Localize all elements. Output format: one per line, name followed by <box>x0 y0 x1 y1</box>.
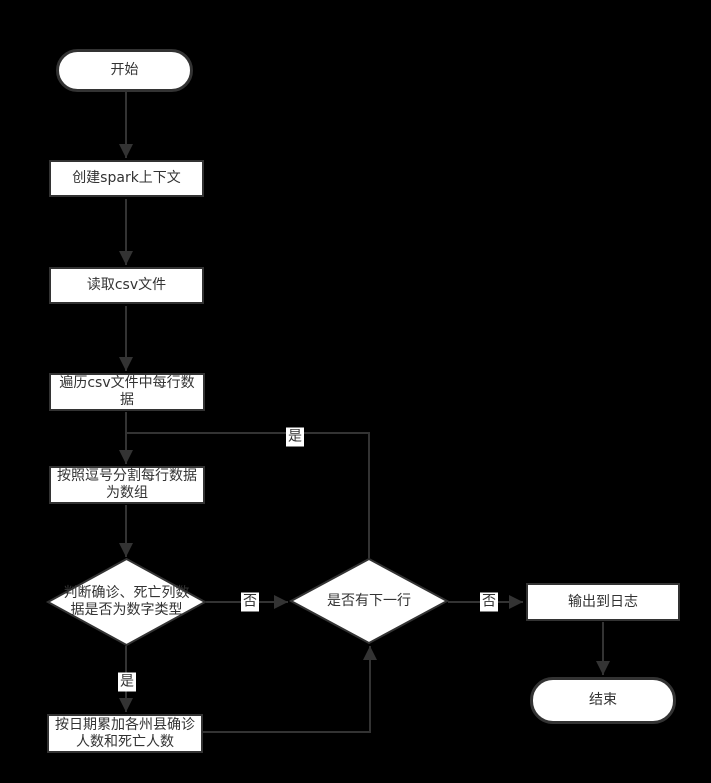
edge-label-check-numeric-yes: 是 <box>118 672 136 692</box>
node-has-next-row-label: 是否有下一行 <box>327 592 411 609</box>
node-split-by-comma: 按照逗号分割每行数据 为数组 <box>49 466 205 504</box>
decision-check-numeric-shape <box>45 557 208 647</box>
edge-label-loop-yes: 是 <box>286 427 304 447</box>
edge-label-has-next-no: 否 <box>480 592 498 612</box>
node-check-numeric-label: 判断确诊、死亡列数 据是否为数字类型 <box>63 585 190 618</box>
node-read-csv-file: 读取csv文件 <box>49 267 204 304</box>
decision-has-next-row-shape <box>288 557 450 645</box>
node-accumulate-by-date: 按日期累加各州县确诊 人数和死亡人数 <box>47 714 203 753</box>
node-output-to-log: 输出到日志 <box>526 583 680 621</box>
edge-has-next-yes-loop <box>127 432 370 558</box>
node-iterate-rows: 遍历csv文件中每行数 据 <box>49 373 205 411</box>
edge-label-check-numeric-no: 否 <box>241 592 259 612</box>
node-start: 开始 <box>56 49 193 92</box>
node-create-spark-context: 创建spark上下文 <box>49 160 204 197</box>
edge-accumulate-to-has-next <box>203 646 377 733</box>
node-end: 结束 <box>530 677 676 724</box>
